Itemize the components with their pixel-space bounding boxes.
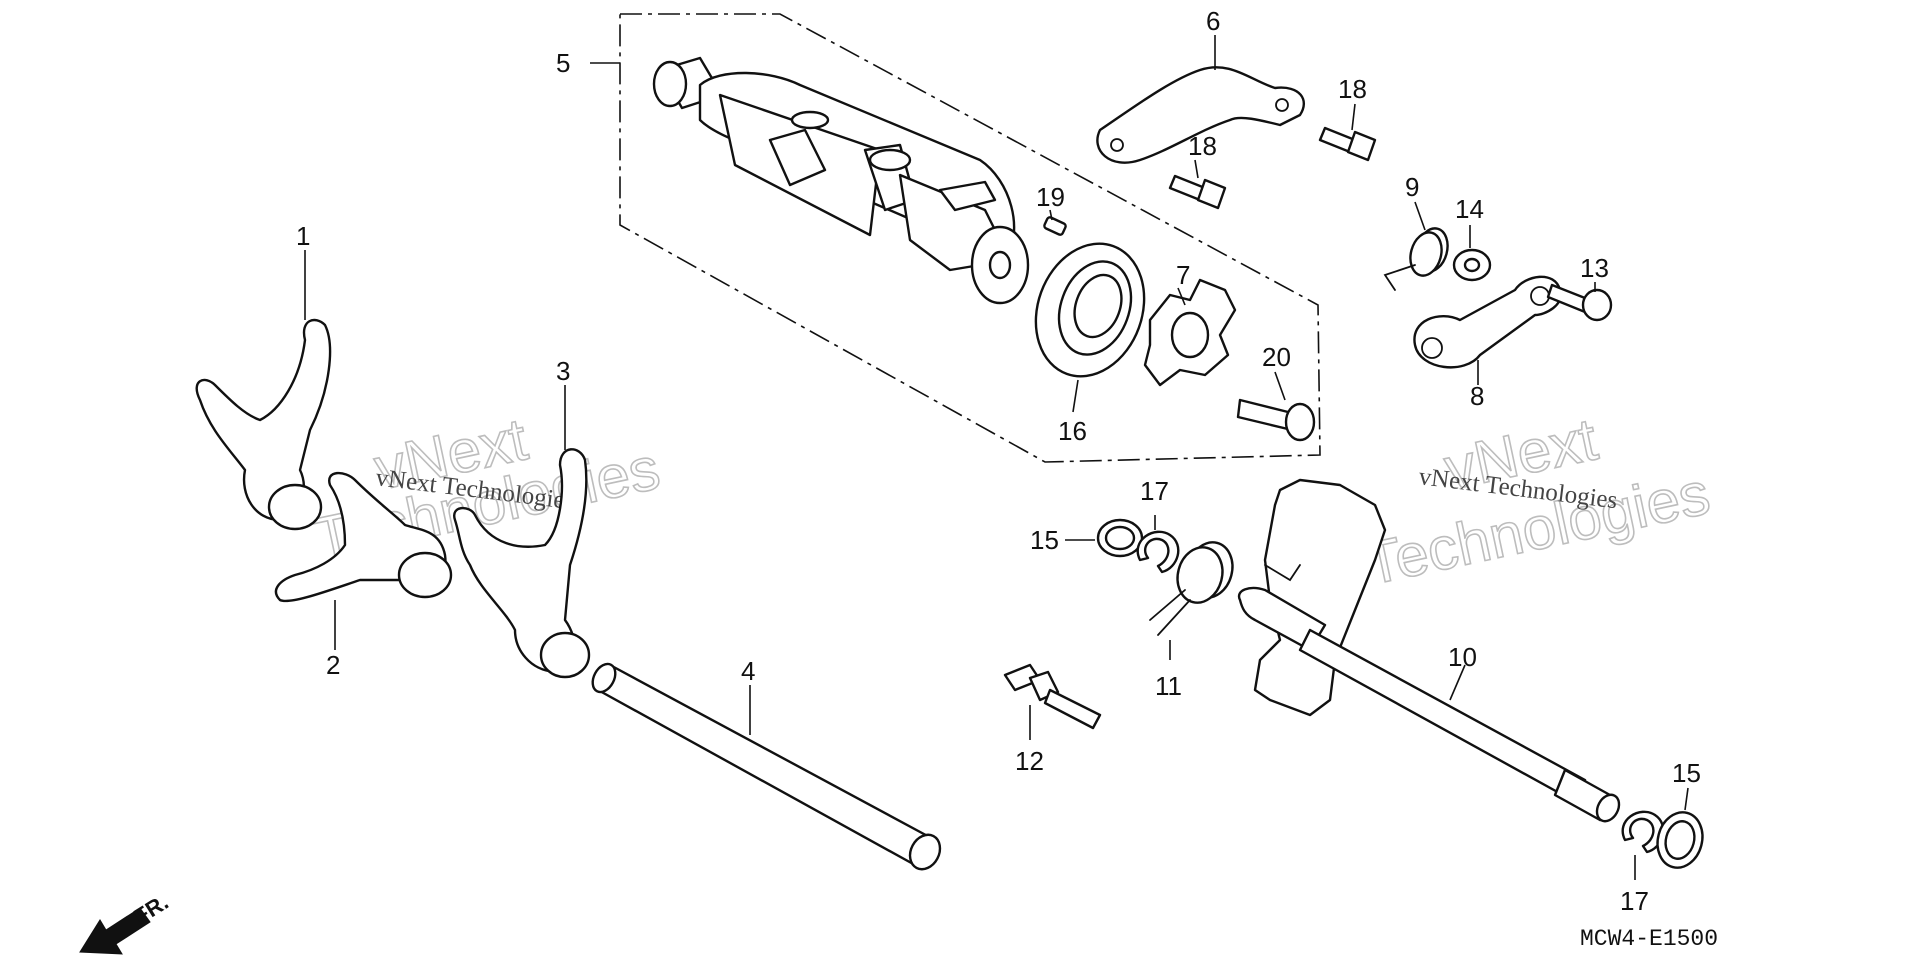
bearing xyxy=(1034,242,1146,378)
callout-8: 8 xyxy=(1470,381,1484,411)
callout-18-a: 18 xyxy=(1188,131,1217,161)
callout-6: 6 xyxy=(1206,6,1220,36)
callout-9: 9 xyxy=(1405,172,1419,202)
callout-15-left: 15 xyxy=(1030,525,1059,555)
callout-12: 12 xyxy=(1015,746,1044,776)
callout-20: 20 xyxy=(1262,342,1291,372)
gearshift-spindle xyxy=(1237,478,1621,823)
stopper-spring xyxy=(1383,227,1449,291)
washer-15-left xyxy=(1096,518,1144,558)
shift-return-spring xyxy=(1149,541,1234,636)
bolt-18-a xyxy=(1168,174,1227,210)
leader-lines xyxy=(304,35,1689,880)
drum-stopper-plate xyxy=(1096,66,1306,164)
callout-14: 14 xyxy=(1455,194,1484,224)
circlip-17-left xyxy=(1136,530,1180,574)
callout-15-right: 15 xyxy=(1672,758,1701,788)
callout-11: 11 xyxy=(1155,671,1182,701)
callout-1: 1 xyxy=(296,221,310,251)
washer-15-right xyxy=(1656,811,1704,869)
callout-19: 19 xyxy=(1036,182,1065,212)
shift-fork-1 xyxy=(195,318,332,531)
shift-fork-2 xyxy=(274,471,453,603)
callout-13: 13 xyxy=(1580,253,1609,283)
callout-17-right: 17 xyxy=(1620,886,1649,916)
shift-drum-star-cam xyxy=(1143,278,1237,387)
shift-drum xyxy=(652,56,1030,305)
shift-fork-3 xyxy=(453,448,591,679)
callout-5: 5 xyxy=(556,48,570,78)
watermark-right: vNext Technologies vNext Technologies xyxy=(1358,404,1716,598)
diagram-code: MCW4-E1500 xyxy=(1580,926,1718,952)
callout-4: 4 xyxy=(741,656,755,686)
fork-shaft xyxy=(591,662,942,871)
stopper-arm-bolt xyxy=(1546,283,1613,322)
front-direction-arrow-icon: FR. xyxy=(79,889,173,955)
bolt-18-b xyxy=(1318,126,1377,162)
callout-16: 16 xyxy=(1058,416,1087,446)
callout-3: 3 xyxy=(556,356,570,386)
stopper-arm xyxy=(1413,275,1562,369)
callout-2: 2 xyxy=(326,650,340,680)
callout-10: 10 xyxy=(1448,642,1477,672)
callout-17-left: 17 xyxy=(1140,476,1169,506)
callout-18-b: 18 xyxy=(1338,74,1367,104)
return-spring-pin xyxy=(1003,663,1102,730)
plate-hole-2 xyxy=(1275,98,1289,112)
callout-labels: 1 2 3 4 5 6 7 8 9 10 11 12 13 14 15 15 1… xyxy=(296,6,1701,916)
assembly-group-outline xyxy=(619,13,1321,463)
drum-pin xyxy=(1043,216,1067,236)
circlip-17-right xyxy=(1621,810,1665,854)
plate-hole xyxy=(1110,138,1124,152)
star-cam-bolt xyxy=(1236,398,1316,442)
washer xyxy=(1452,248,1492,282)
callout-7: 7 xyxy=(1176,260,1190,290)
